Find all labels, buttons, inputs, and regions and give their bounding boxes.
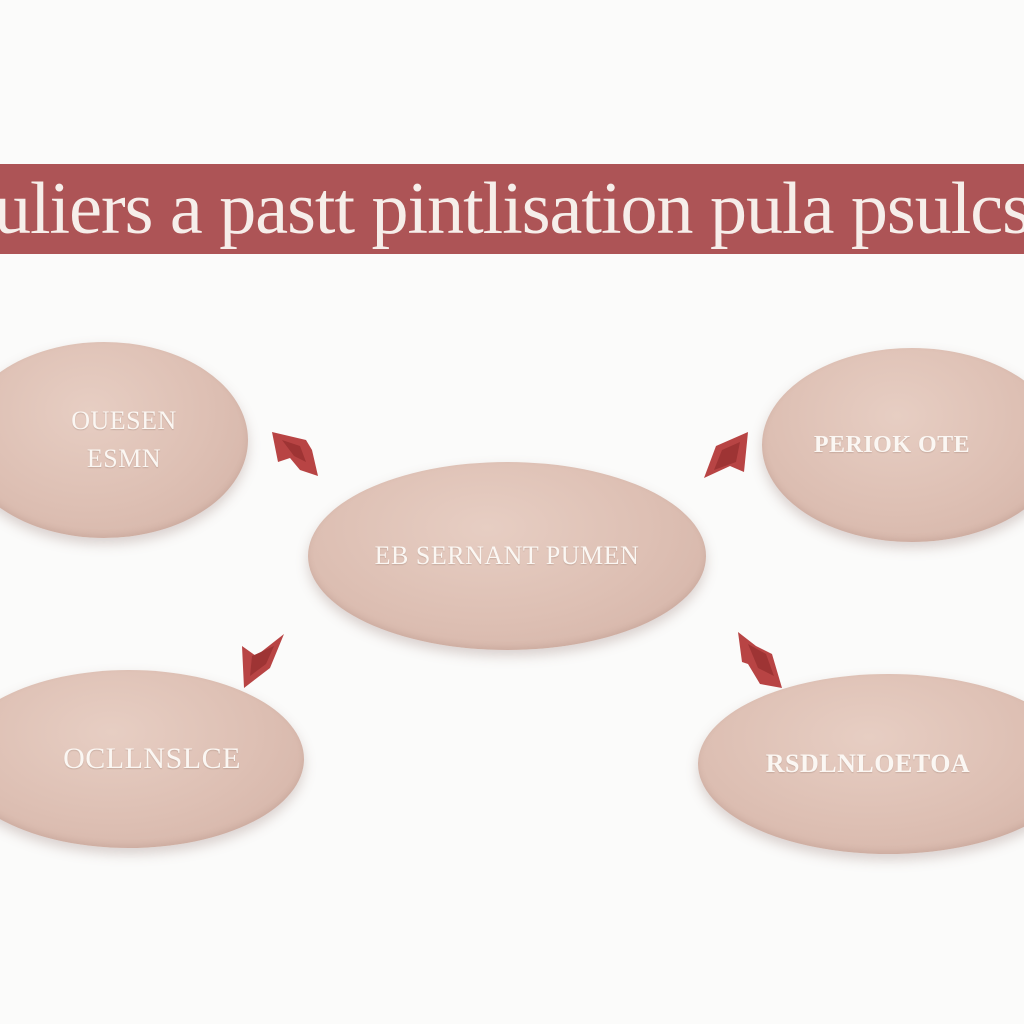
arrow-top-left-icon: [272, 432, 318, 476]
node-top-right-label: PERIOK OTE: [813, 431, 971, 458]
node-center-label: EB SERNANT PUMEN: [374, 541, 640, 571]
node-top-left: OUESEN ESMN: [0, 342, 248, 538]
node-center: EB SERNANT PUMEN: [308, 462, 706, 650]
arrow-top-right-icon: [704, 432, 748, 478]
title-banner: uliers a pastt pintlisation pula psulcsi…: [0, 164, 1024, 254]
node-bottom-right-label: RSDLNLOETOA: [765, 749, 971, 779]
node-bottom-left-label: OCLLNSLCE: [63, 742, 241, 776]
node-top-right: PERIOK OTE: [762, 348, 1024, 542]
arrow-bottom-right-icon: [738, 632, 782, 688]
node-bottom-right: RSDLNLOETOA: [698, 674, 1024, 854]
node-bottom-left: OCLLNSLCE: [0, 670, 304, 848]
node-top-left-label: OUESEN ESMN: [71, 406, 177, 473]
banner-title: uliers a pastt pintlisation pula psulcsi…: [0, 168, 1024, 250]
arrow-bottom-left-icon: [242, 634, 284, 688]
